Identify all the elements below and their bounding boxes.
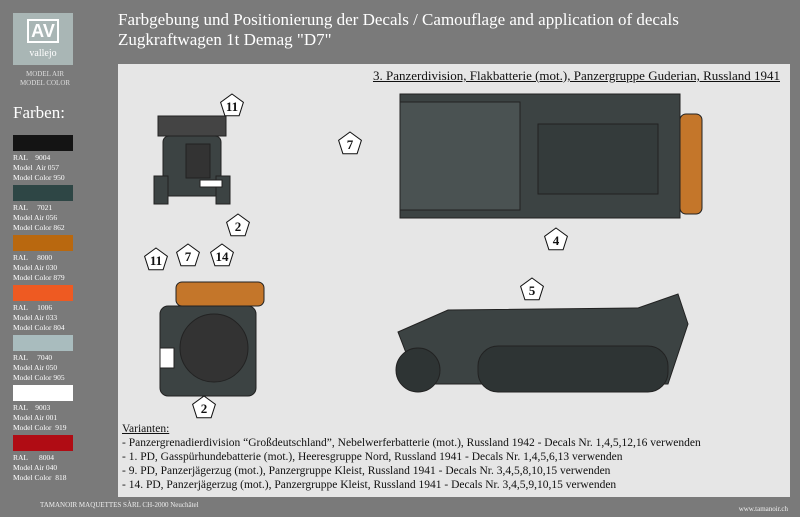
callout-number: 11 — [226, 99, 238, 114]
callout-5: 5 — [520, 277, 544, 301]
logo-text: vallejo — [29, 48, 57, 59]
variants-title: Varianten: — [122, 423, 170, 435]
color-swatch — [13, 385, 73, 401]
color-codes: RAL 1006 Model Air 033 Model Color 804 — [13, 303, 65, 332]
color-swatch — [13, 285, 73, 301]
callout-number: 7 — [347, 137, 354, 152]
color-codes: RAL 8000 Model Air 030 Model Color 879 — [13, 253, 65, 282]
callout-number: 4 — [553, 233, 560, 248]
callout-2: 2 — [226, 213, 250, 237]
colors-heading: Farben: — [13, 103, 65, 122]
color-swatch — [13, 335, 73, 351]
color-swatch — [13, 135, 73, 151]
variant-item: - 1. PD, Gasspürhundebatterie (mot.), He… — [122, 451, 623, 463]
footer-website[interactable]: www.tamanoir.ch — [738, 505, 788, 513]
callout-number: 7 — [185, 249, 192, 264]
color-codes: RAL 8004 Model Air 040 Model Color 818 — [13, 453, 67, 482]
logo-mark: AV — [27, 19, 59, 43]
callout-4: 4 — [544, 227, 568, 251]
variant-item: - Panzergrenadierdivision “Großdeutschla… — [122, 437, 701, 449]
footer-company: TAMANOIR MAQUETTES SÀRL CH-2000 Neuchâte… — [40, 501, 199, 509]
rear-view — [159, 281, 265, 397]
color-swatch — [13, 185, 73, 201]
callout-number: 2 — [235, 219, 242, 234]
vallejo-logo: AV vallejo — [13, 13, 73, 65]
callout-number: 2 — [201, 401, 208, 416]
color-codes: RAL 9003 Model Air 001 Model Color 919 — [13, 403, 67, 432]
title-line-1: Farbgebung und Positionierung der Decals… — [118, 10, 679, 29]
callout-11: 11 — [144, 247, 168, 271]
callout-7: 7 — [176, 243, 200, 267]
side-view — [395, 293, 689, 393]
callout-11: 11 — [220, 93, 244, 117]
page-title: Farbgebung und Positionierung der Decals… — [118, 10, 679, 50]
callout-2: 2 — [192, 395, 216, 419]
vehicle-drawings: 11 7 2 4 11 7 14 5 2 — [144, 93, 703, 419]
callout-number: 11 — [150, 253, 162, 268]
brand-line: MODEL COLOR — [19, 79, 71, 87]
decal-callouts: 11 7 2 4 11 7 14 5 2 — [144, 93, 568, 419]
instruction-panel: 3. Panzerdivision, Flakbatterie (mot.), … — [118, 64, 790, 497]
callout-number: 5 — [529, 283, 536, 298]
top-view — [399, 93, 703, 219]
title-line-2: Zugkraftwagen 1t Demag "D7" — [118, 30, 332, 49]
color-codes: RAL 7021 Model Air 056 Model Color 862 — [13, 203, 65, 232]
callout-14: 14 — [210, 243, 234, 267]
color-codes: RAL 7040 Model Air 050 Model Color 905 — [13, 353, 65, 382]
callout-7: 7 — [338, 131, 362, 155]
variants-section: Varianten: - Panzergrenadierdivision “Gr… — [122, 422, 701, 492]
front-view — [153, 115, 231, 205]
callout-number: 14 — [216, 249, 230, 264]
variant-item: - 9. PD, Panzerjägerzug (mot.), Panzergr… — [122, 465, 611, 477]
variant-item: - 14. PD, Panzerjägerzug (mot.), Panzerg… — [122, 479, 617, 491]
brand-line: MODEL AIR — [25, 70, 65, 78]
color-swatch — [13, 235, 73, 251]
color-swatch — [13, 435, 73, 451]
scheme-heading: 3. Panzerdivision, Flakbatterie (mot.), … — [372, 68, 780, 83]
color-codes: RAL 9004 Model Air 057 Model Color 950 — [13, 153, 65, 182]
